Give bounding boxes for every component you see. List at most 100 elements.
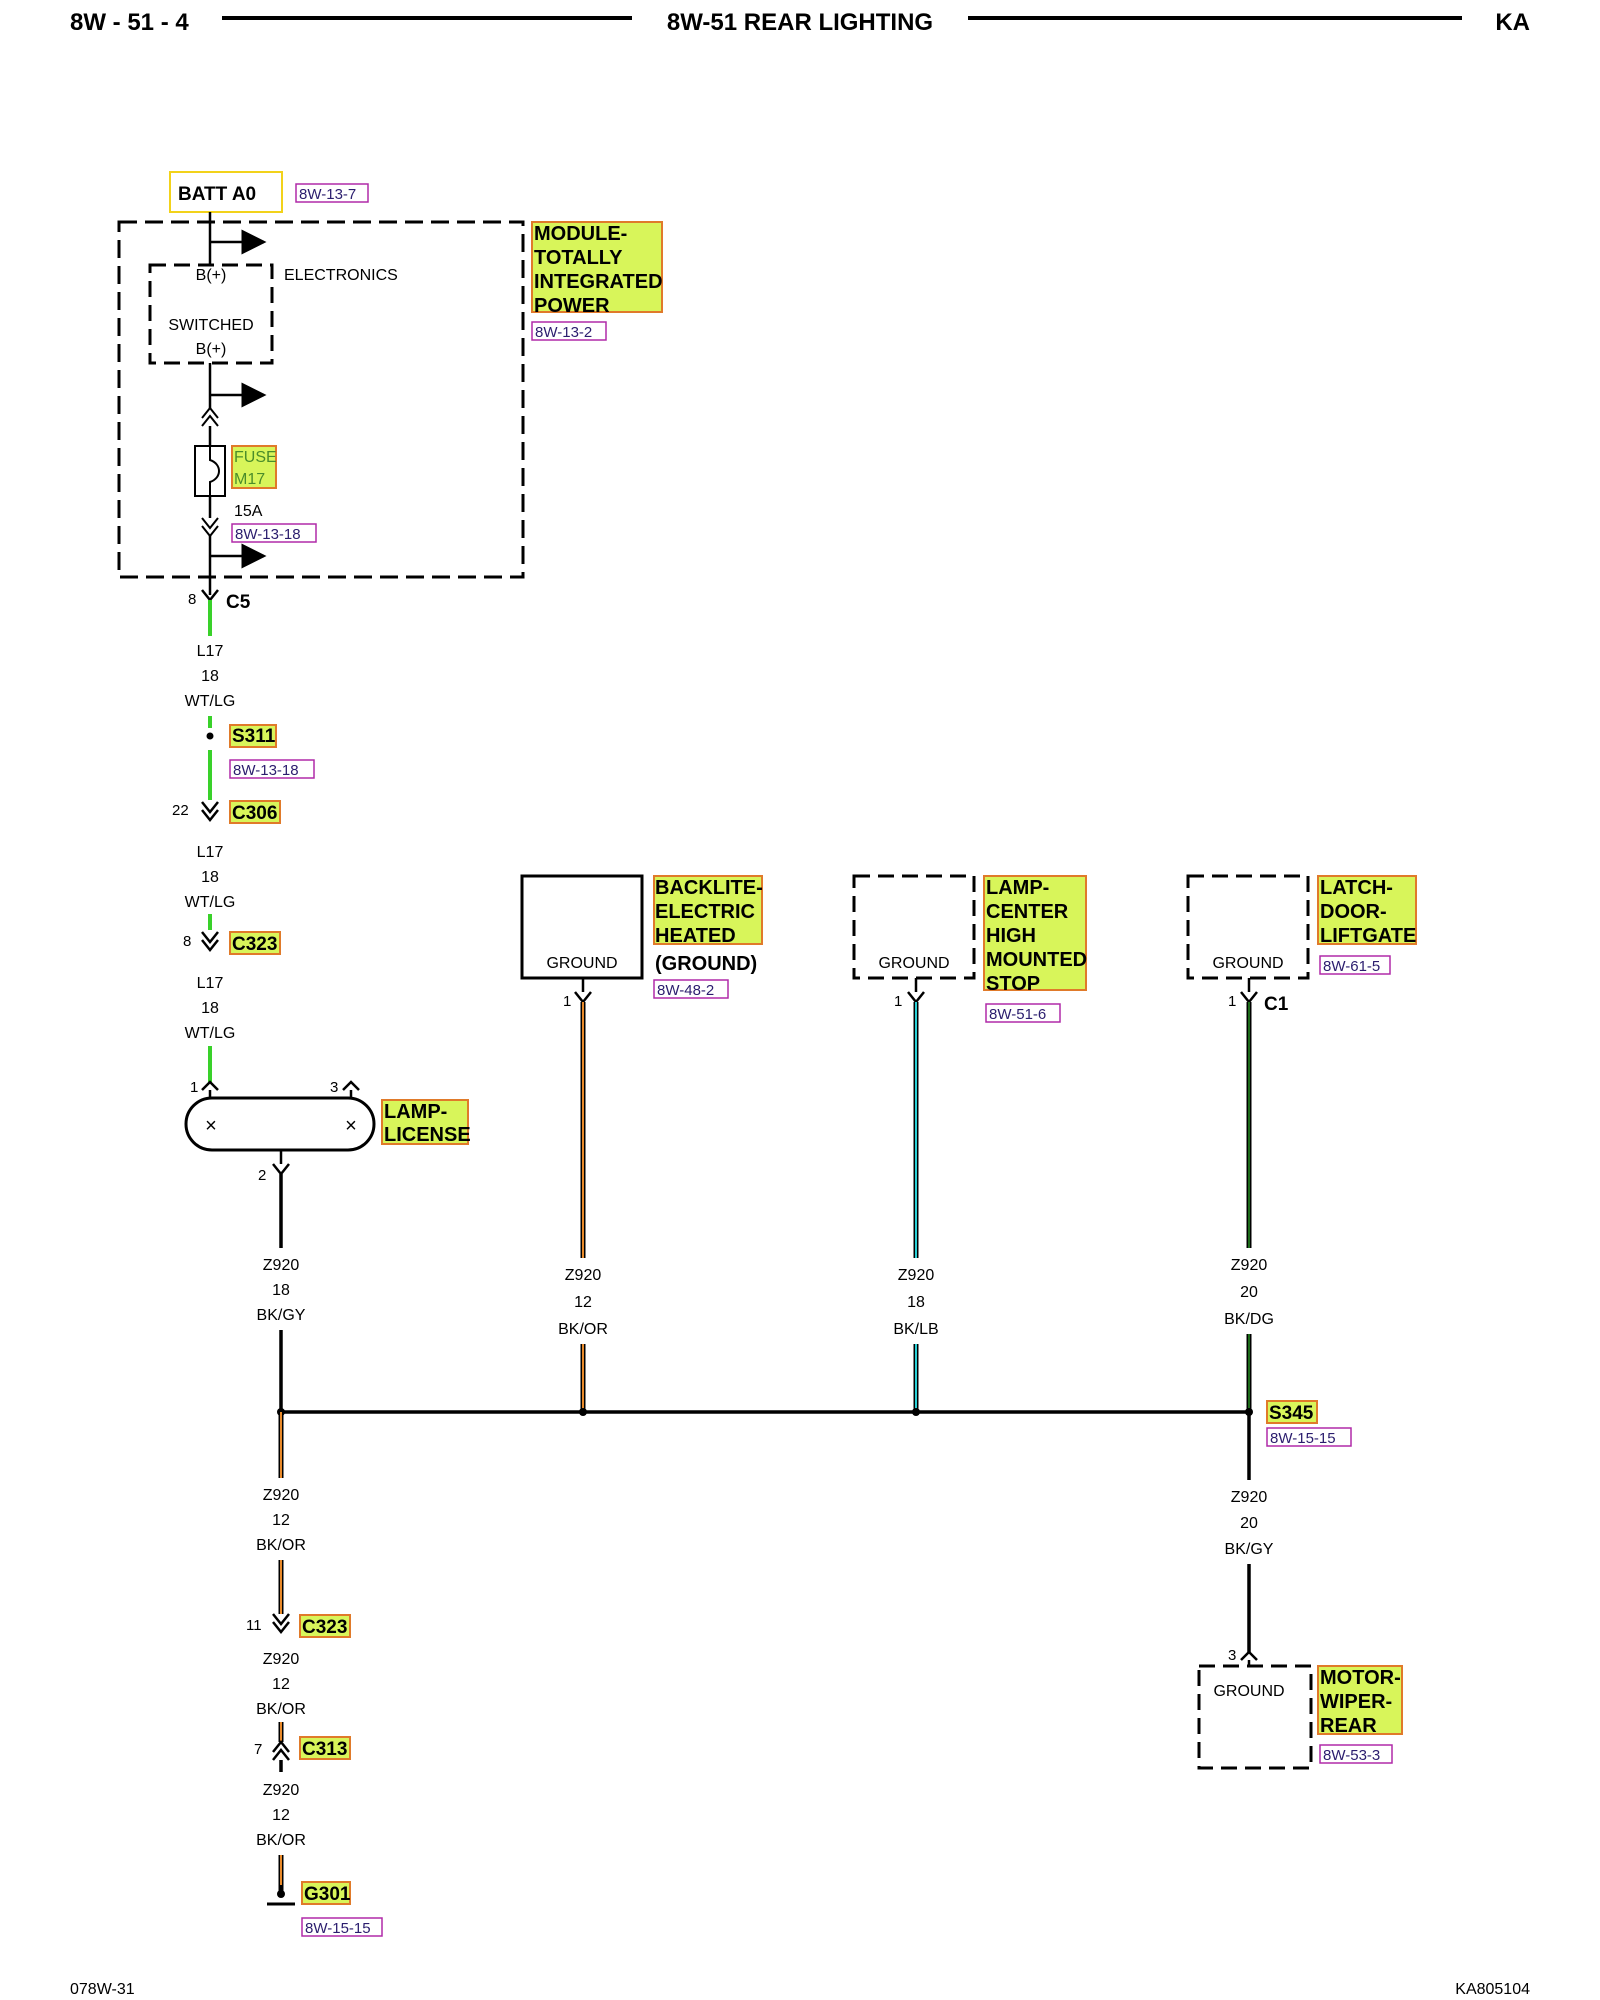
chmsl-ground: GROUND: [878, 955, 949, 972]
lamp-license-pin2: 2: [258, 1167, 266, 1184]
lamp-license-pin3: 3: [330, 1079, 338, 1096]
lamp-license-pin3-symbol: [342, 1080, 360, 1091]
wiper-ref-box: [1319, 1744, 1393, 1764]
module-name-3: INTEGRATED: [534, 271, 663, 293]
latch-ref: 8W-61-5: [1323, 958, 1380, 975]
wire-l17-seg2-circuit: L17: [197, 844, 224, 861]
c323-top-label: C323: [232, 934, 277, 955]
backlite-name-1: BACKLITE-: [655, 877, 763, 899]
c323-bottom-symbol: [272, 1613, 290, 1635]
wire-l17: L17 18 WT/LG S311 8W-13-18 22 C306 L17 1…: [172, 600, 315, 1082]
latch-pin-symbol: [1240, 991, 1258, 1005]
footer-right: KA805104: [1455, 1981, 1530, 1998]
chmsl-box: [852, 874, 976, 980]
wire-l17-seg2-color: WT/LG: [185, 894, 236, 911]
wire-l17-seg1-color: WT/LG: [185, 693, 236, 710]
chmsl-ref-box: [985, 1003, 1061, 1023]
wire-l17-seg3-color: WT/LG: [185, 1025, 236, 1042]
module-ref-box: [531, 321, 607, 341]
lamp-license-pin1: 1: [190, 1079, 198, 1096]
wire-backlite-gauge: 12: [574, 1294, 592, 1311]
wire-chmsl-circuit: Z920: [898, 1267, 935, 1284]
chmsl-name-1: LAMP-: [986, 877, 1049, 899]
wire-wiper-color: BK/GY: [1225, 1541, 1274, 1558]
wire-l17-seg3-circuit: L17: [197, 975, 224, 992]
module-name-1: MODULE-: [534, 223, 627, 245]
wire-license-circuit: Z920: [263, 1257, 300, 1274]
junction-chmsl: [912, 1408, 920, 1416]
fuse-connector-bottom: [201, 517, 219, 538]
wire-g301-seg3-gauge: 12: [272, 1807, 290, 1824]
backlite-heated: GROUND BACKLITE- ELECTRIC HEATED (GROUND…: [520, 874, 763, 1412]
wire-latch-color: BK/DG: [1224, 1311, 1274, 1328]
chmsl-name-4: MOUNTED: [986, 949, 1087, 971]
backlite-name-box: [653, 875, 763, 945]
latch-ground: GROUND: [1212, 955, 1283, 972]
wiper-name-3: REAR: [1320, 1715, 1377, 1737]
c323-bottom-pin: 11: [246, 1617, 262, 1634]
lamp-license-pin2-symbol: [272, 1163, 290, 1177]
chmsl-pin: 1: [894, 993, 902, 1010]
c5-label: C5: [226, 592, 251, 613]
wire-chmsl-color: BK/LB: [893, 1321, 938, 1338]
fuse-ref: 8W-13-18: [235, 526, 301, 543]
chmsl-ref: 8W-51-6: [989, 1006, 1046, 1023]
lamp-license-name-1: LAMP-: [384, 1101, 447, 1123]
lamp-license: 1 3 × × LAMP- LICENSE 2 Z920 18 BK/GY: [184, 1079, 471, 1412]
s345-ref: 8W-15-15: [1270, 1430, 1336, 1447]
chmsl-name-box: [983, 875, 1087, 991]
wire-g301-seg1-color: BK/OR: [256, 1537, 306, 1554]
c313-box: [299, 1736, 351, 1760]
latch-name-box: [1317, 875, 1417, 945]
wire-g301-seg2-color: BK/OR: [256, 1701, 306, 1718]
lamp-chmsl: GROUND LAMP- CENTER HIGH MOUNTED STOP 8W…: [852, 874, 1087, 1412]
splice-s311-dot: [206, 732, 214, 740]
wire-l17-seg3-gauge: 18: [201, 1000, 219, 1017]
backlite-name-4: (GROUND): [655, 953, 757, 975]
wire-l17-seg1-circuit: L17: [197, 643, 224, 660]
module-ref: 8W-13-2: [535, 324, 592, 341]
lamp-license-name-box: [381, 1099, 469, 1145]
wire-g301-seg1-circuit: Z920: [263, 1487, 300, 1504]
wiper-name-2: WIPER-: [1320, 1691, 1392, 1713]
wire-wiper-gauge: 20: [1240, 1515, 1258, 1532]
wire-chmsl-gauge: 18: [907, 1294, 925, 1311]
module-name-box: [531, 221, 663, 313]
lamp-license-name-2: LICENSE: [384, 1124, 471, 1146]
page-title: 8W-51 REAR LIGHTING: [667, 9, 933, 36]
batt-ref-box: [295, 183, 369, 203]
wire-license-color: BK/GY: [257, 1307, 306, 1324]
wire-backlite-color: BK/OR: [558, 1321, 608, 1338]
lamp-license-x-left: ×: [205, 1115, 217, 1137]
s311-box: [229, 724, 277, 748]
batt-label: BATT A0: [178, 184, 256, 205]
c306-label: C306: [232, 803, 277, 824]
c313-pin: 7: [254, 1741, 262, 1758]
wire-g301-seg2-circuit: Z920: [263, 1651, 300, 1668]
c323-bottom-box: [299, 1614, 351, 1638]
wiper-name-box: [1317, 1665, 1403, 1735]
c313-label: C313: [302, 1739, 347, 1760]
wire-wiper-circuit: Z920: [1231, 1489, 1268, 1506]
wire-latch-circuit: Z920: [1231, 1257, 1268, 1274]
latch-box: [1186, 874, 1310, 980]
chmsl-name-5: STOP: [986, 973, 1040, 995]
page-number: 8W - 51 - 4: [70, 9, 189, 36]
chmsl-name-3: HIGH: [986, 925, 1036, 947]
c5-pin: 8: [188, 591, 196, 608]
fuse-rating: 15A: [234, 503, 263, 520]
fuse-element: [209, 446, 220, 496]
page-header: 8W - 51 - 4 8W-51 REAR LIGHTING KA: [70, 9, 1530, 36]
latch-liftgate: GROUND LATCH- DOOR- LIFTGATE 8W-61-5 1 C…: [1186, 874, 1417, 1412]
c323-top-box: [229, 931, 281, 955]
lamp-license-x-right: ×: [345, 1115, 357, 1137]
latch-name-3: LIFTGATE: [1320, 925, 1416, 947]
c323-pin: 8: [183, 933, 191, 950]
backlite-name-3: HEATED: [655, 925, 736, 947]
module-outline: [117, 220, 525, 579]
fuse-label-2: M17: [234, 471, 265, 488]
electronics-box: [148, 263, 274, 365]
footer-left: 078W-31: [70, 1981, 135, 1998]
backlite-ground: GROUND: [546, 955, 617, 972]
s345-label: S345: [1269, 1403, 1314, 1424]
